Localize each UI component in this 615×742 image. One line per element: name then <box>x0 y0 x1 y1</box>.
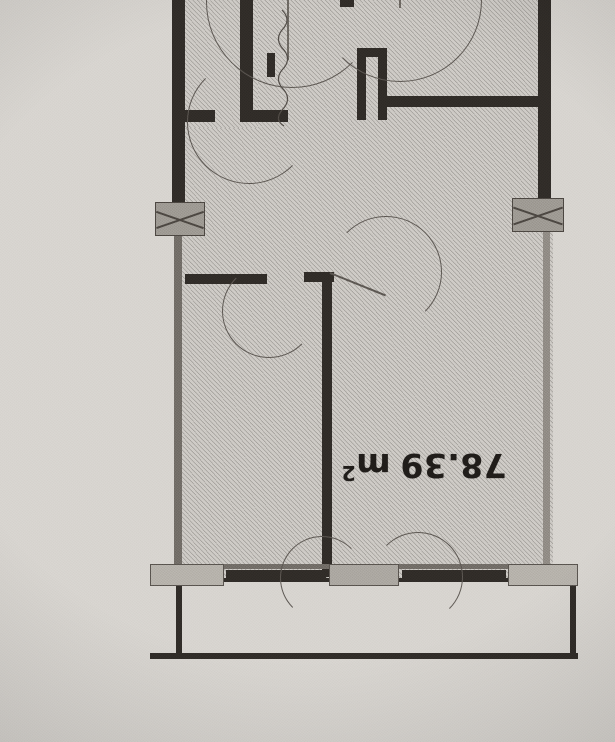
paper-cut-left <box>0 0 178 742</box>
door-leaf-top-right <box>399 0 401 8</box>
balcony-glazing-5 <box>508 564 578 586</box>
structural-column-left <box>155 202 205 236</box>
wall-spine-vertical <box>322 272 332 577</box>
door-swing-bottom-left <box>280 536 364 620</box>
balcony-rail-bottom <box>150 653 578 659</box>
wall-partition-top-right-horizontal <box>378 96 543 107</box>
wall-outer-left <box>172 0 185 222</box>
door-swing-center-left <box>222 264 316 358</box>
balcony-glass-dark-1 <box>226 570 326 579</box>
wall-partition-mid-left <box>185 274 267 284</box>
area-label-value: 78.39 <box>399 446 507 485</box>
wall-outer-right <box>538 0 551 205</box>
wall-outer-left-lower <box>174 222 182 574</box>
wall-outer-right-lower <box>543 230 550 576</box>
door-leaf-top-middle <box>287 0 289 60</box>
area-label-unit: m <box>355 446 391 485</box>
area-label-superscript: 2 <box>341 461 356 485</box>
door-swing-top-left <box>187 60 311 184</box>
balcony-rail-left <box>176 586 182 656</box>
balcony-glazing-1 <box>150 564 224 586</box>
paper-cut-bottom <box>150 582 615 742</box>
door-swing-center-right <box>330 216 442 328</box>
structural-column-right <box>512 198 564 232</box>
paper-cut-right-upper <box>545 0 615 205</box>
wall-shaft-right <box>378 48 387 120</box>
wall-shaft-left <box>357 48 366 120</box>
area-label: 78.39m2 <box>341 446 507 485</box>
paper-cut-right-lower <box>553 205 615 585</box>
wall-spine-head <box>304 272 334 282</box>
zigzag-partition-icon <box>277 9 289 127</box>
balcony-rail-right <box>570 586 576 658</box>
door-swing-bottom-right <box>373 532 463 622</box>
